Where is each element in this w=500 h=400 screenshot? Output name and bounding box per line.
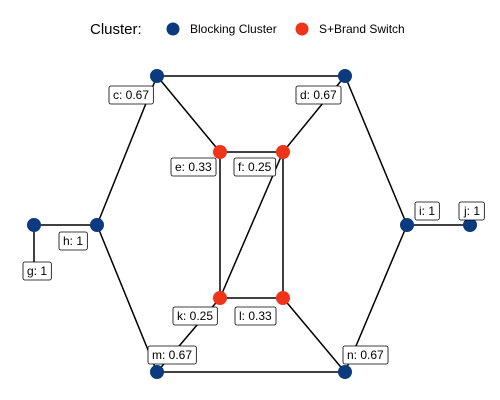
node-label-box-f (233, 157, 277, 177)
legend-swatch-brand-switch (295, 22, 309, 36)
node-label-box-c (108, 85, 154, 105)
node-c (150, 69, 164, 83)
node-label-text-d: d: 0.67 (300, 88, 337, 102)
node-label-text-g: g: 1 (27, 264, 47, 278)
node-l (276, 291, 290, 305)
edge-c-e (156, 75, 221, 153)
node-f (276, 145, 290, 159)
node-label-text-h: h: 1 (63, 234, 83, 248)
node-label-text-j: j: 1 (463, 204, 480, 218)
node-label-box-k (172, 306, 218, 326)
node-label-text-f: f: 0.25 (238, 160, 272, 174)
node-label-box-d (295, 85, 342, 105)
legend: Cluster: Blocking Cluster S+Brand Switch (90, 21, 405, 38)
node-m (150, 365, 164, 379)
node-label-text-n: n: 0.67 (347, 348, 384, 362)
edge-d-i (344, 75, 408, 226)
node-label-box-n (342, 345, 389, 365)
node-label-box-j (458, 201, 485, 221)
node-label-box-g (22, 261, 52, 281)
node-label-n: n: 0.67 (342, 345, 389, 365)
node-label-box-e (170, 157, 217, 177)
node-d (338, 69, 352, 83)
node-j (463, 218, 477, 232)
legend-swatch-blocking (166, 22, 180, 36)
node-label-g: g: 1 (22, 261, 52, 281)
node-label-f: f: 0.25 (233, 157, 277, 177)
node-label-box-i (414, 201, 440, 221)
node-label-text-i: i: 1 (419, 204, 435, 218)
node-i (400, 218, 414, 232)
nodes (27, 69, 477, 379)
node-label-text-e: e: 0.33 (175, 160, 212, 174)
node-label-text-l: l: 0.33 (239, 309, 272, 323)
node-label-text-m: m: 0.67 (152, 348, 192, 362)
edge-h-m (96, 224, 158, 373)
node-label-text-k: k: 0.25 (177, 309, 213, 323)
node-label-box-l (234, 306, 277, 326)
node-label-text-c: c: 0.67 (113, 88, 149, 102)
node-label-i: i: 1 (414, 201, 440, 221)
node-label-m: m: 0.67 (147, 345, 197, 365)
node-labels: c: 0.67 d: 0.67 e: 0.33 f: 0.25 g: 1 h: 1 i: 1… (22, 85, 485, 365)
node-label-box-m (147, 345, 197, 365)
node-g (27, 218, 41, 232)
node-n (338, 365, 352, 379)
node-label-box-h (58, 231, 88, 251)
node-h (90, 218, 104, 232)
edge-l-n (282, 297, 346, 373)
node-label-e: e: 0.33 (170, 157, 217, 177)
legend-title: Cluster: (90, 21, 142, 38)
node-label-d: d: 0.67 (295, 85, 342, 105)
node-label-l: l: 0.33 (234, 306, 277, 326)
node-label-c: c: 0.67 (108, 85, 154, 105)
legend-label-blocking: Blocking Cluster (190, 22, 277, 36)
node-label-k: k: 0.25 (172, 306, 218, 326)
node-k (213, 291, 227, 305)
node-e (213, 145, 227, 159)
legend-label-brand-switch: S+Brand Switch (319, 22, 405, 36)
node-label-h: h: 1 (58, 231, 88, 251)
node-label-j: j: 1 (458, 201, 485, 221)
